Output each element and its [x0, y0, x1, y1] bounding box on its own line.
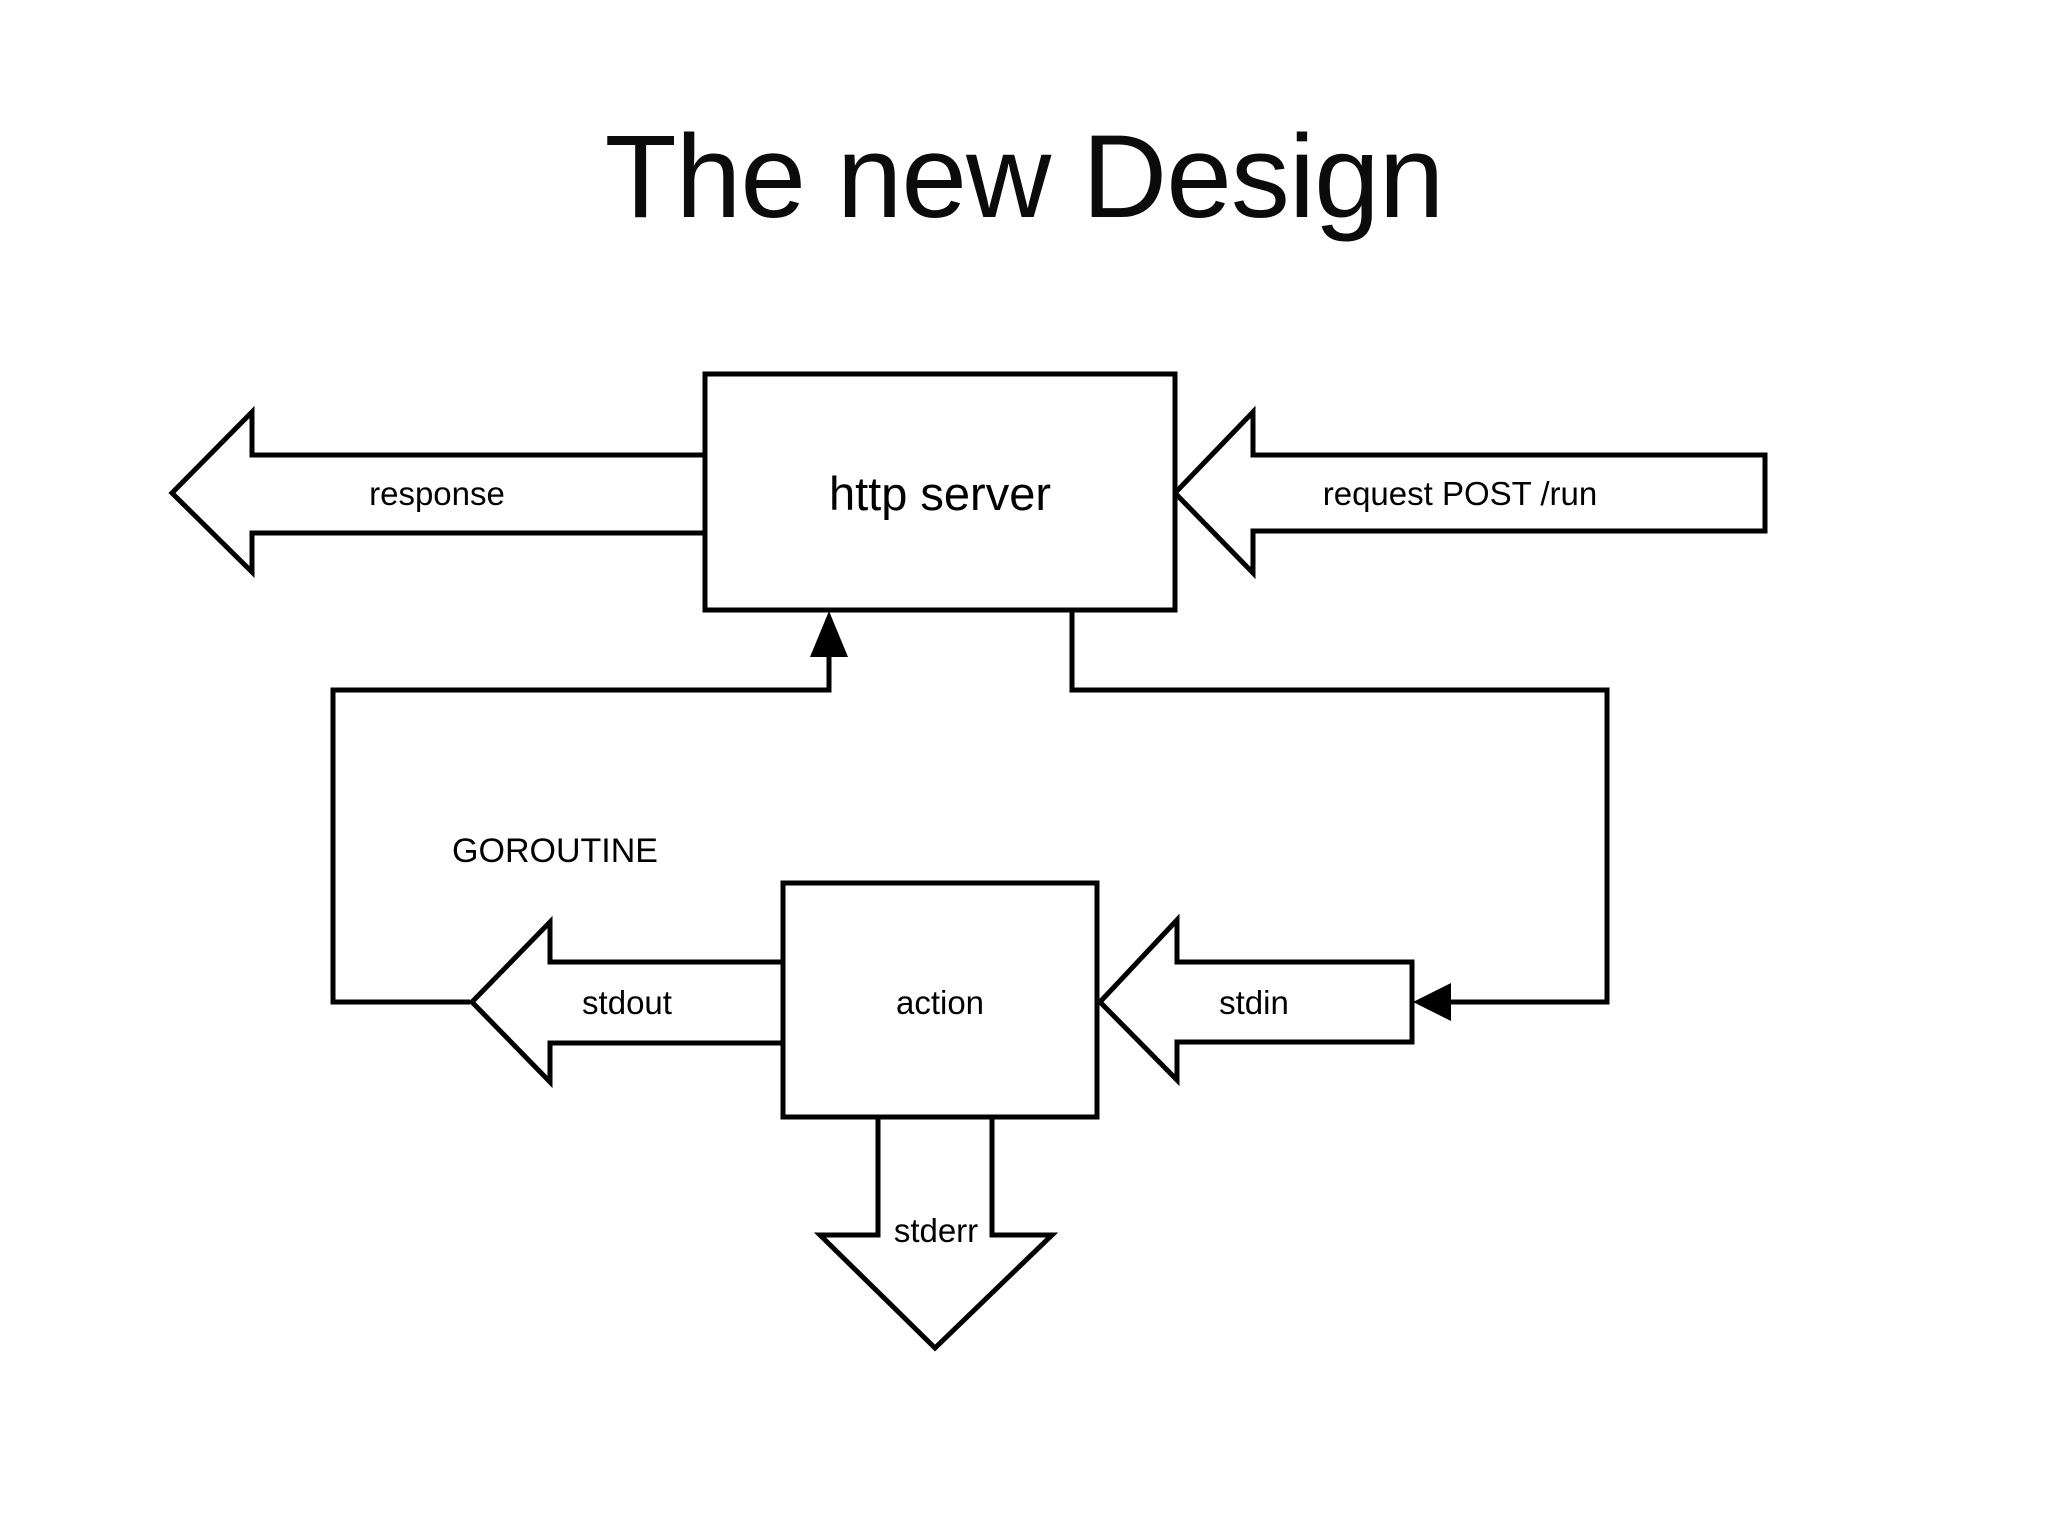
action-node [780, 880, 1100, 1120]
stdin-arrow [1096, 913, 1415, 1087]
server-to-stdin-connector [1069, 612, 1610, 1005]
request-arrow [1171, 405, 1768, 580]
action-label: action [896, 984, 984, 1021]
http-server-label: http server [829, 467, 1051, 520]
goroutine-loop-connector [330, 650, 832, 1005]
page-title: The new Design [604, 111, 1445, 243]
response-label: response [369, 475, 505, 512]
left-arrowhead [1413, 983, 1451, 1021]
up-arrowhead [810, 611, 848, 657]
stdout-label: stdout [582, 984, 672, 1021]
request-label: request POST /run [1323, 475, 1598, 512]
http-server-node [702, 371, 1178, 613]
goroutine-label: GOROUTINE [452, 832, 658, 870]
stderr-label: stderr [894, 1212, 978, 1249]
stdin-label: stdin [1219, 984, 1289, 1021]
